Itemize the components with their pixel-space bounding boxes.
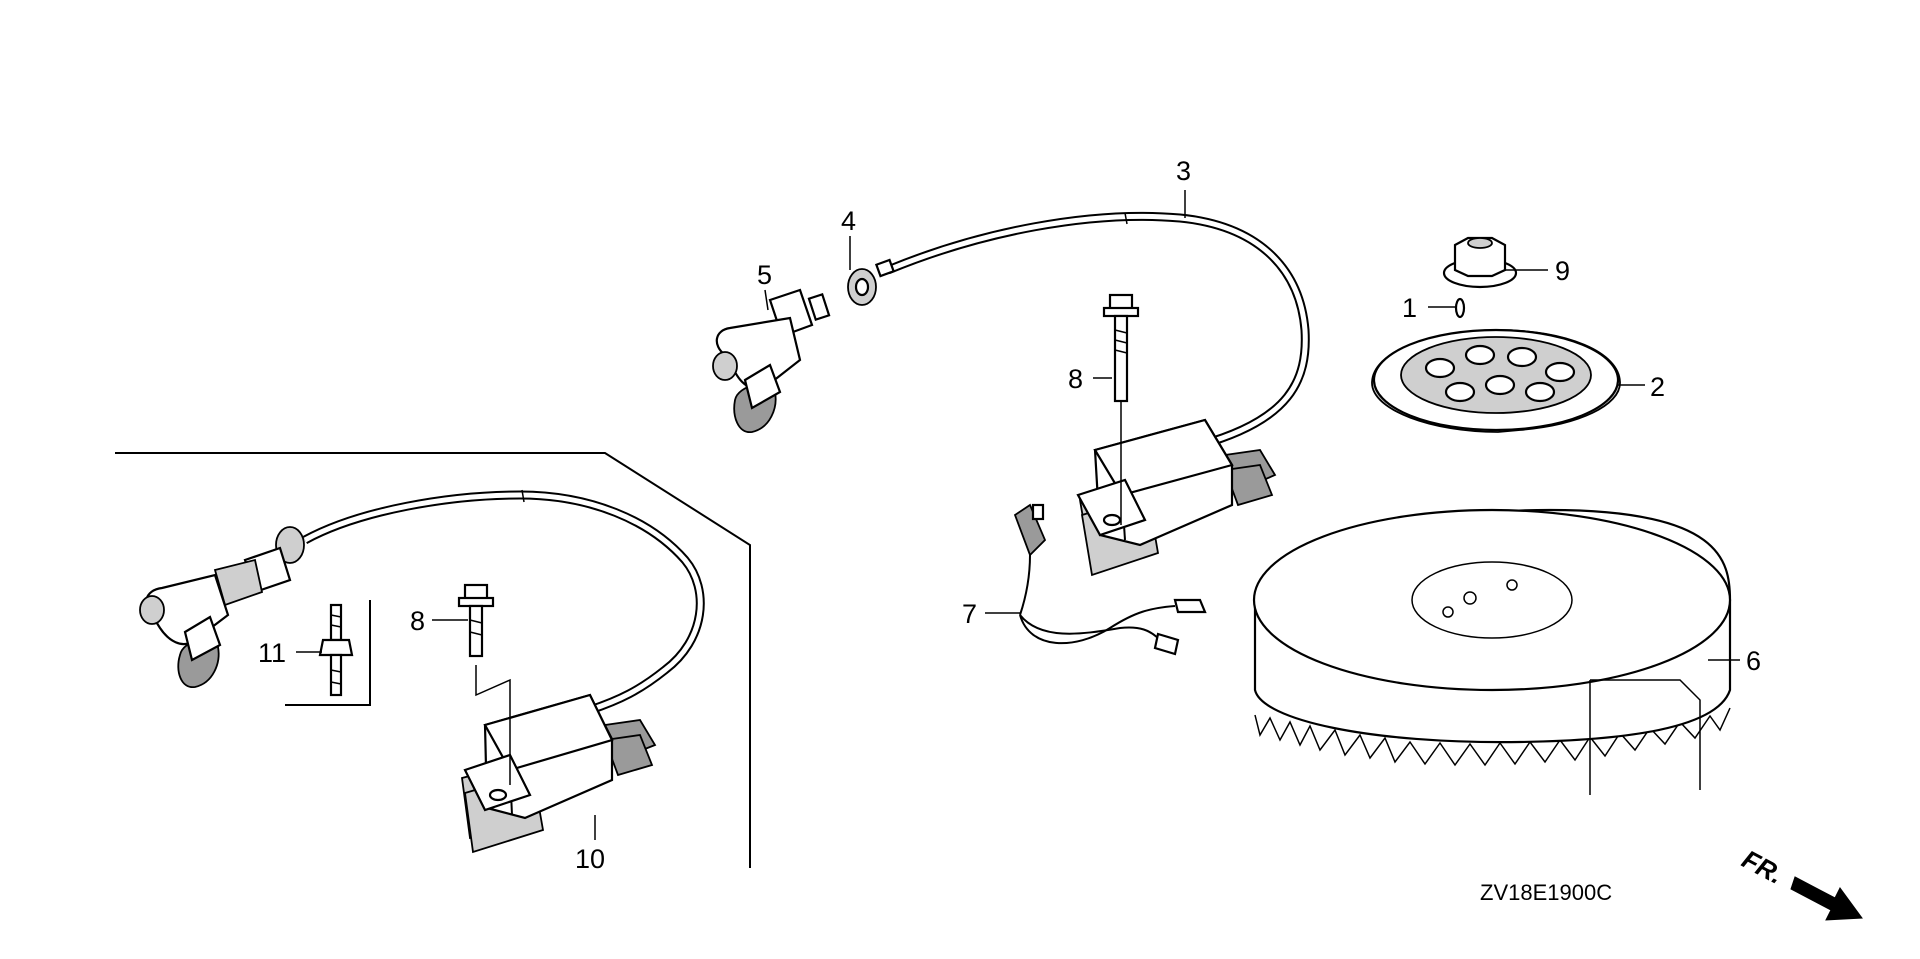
part-3-ignition-cable[interactable] [874, 211, 1310, 450]
callout-8-left: 8 [410, 606, 425, 636]
part-plug-cap-left[interactable] [139, 526, 305, 688]
part-9-flange-nut[interactable] [1442, 236, 1518, 289]
part-7-stop-wire[interactable] [1013, 503, 1207, 656]
callout-labels: 1 2 3 4 5 6 7 8 8 9 10 11 [258, 156, 1761, 874]
part-8-bolt-right[interactable] [1102, 293, 1140, 525]
direction-label: FR. [1737, 844, 1788, 890]
part-2-starter-pulley[interactable] [1371, 328, 1621, 433]
callout-7: 7 [962, 599, 977, 629]
part-8-bolt-left[interactable] [457, 583, 511, 785]
leader-lines [296, 190, 1740, 840]
part-11-stud-bolt[interactable] [285, 600, 371, 706]
arrow-icon [1790, 876, 1863, 921]
part-6-flywheel[interactable] [1252, 508, 1732, 795]
callout-9: 9 [1555, 256, 1570, 286]
callout-4: 4 [841, 206, 856, 236]
part-5-plug-cap[interactable] [712, 288, 831, 433]
ignition-coil-right[interactable] [1076, 418, 1277, 577]
callout-1: 1 [1402, 293, 1417, 323]
inset-frame-line [115, 452, 751, 868]
callout-11: 11 [258, 638, 286, 668]
part-4-grommet[interactable] [847, 268, 877, 306]
callout-3: 3 [1176, 156, 1191, 186]
diagram-code: ZV18E1900C [1480, 880, 1612, 905]
callout-2: 2 [1650, 372, 1665, 402]
part-1-woodruff-key[interactable] [1454, 297, 1466, 319]
part-10-ignition-coil-left[interactable] [302, 489, 705, 854]
callout-10: 10 [575, 844, 605, 874]
callout-5: 5 [757, 260, 772, 290]
front-direction-arrow: FR. [1737, 844, 1863, 921]
callout-6: 6 [1746, 646, 1761, 676]
callout-8-right: 8 [1068, 364, 1083, 394]
